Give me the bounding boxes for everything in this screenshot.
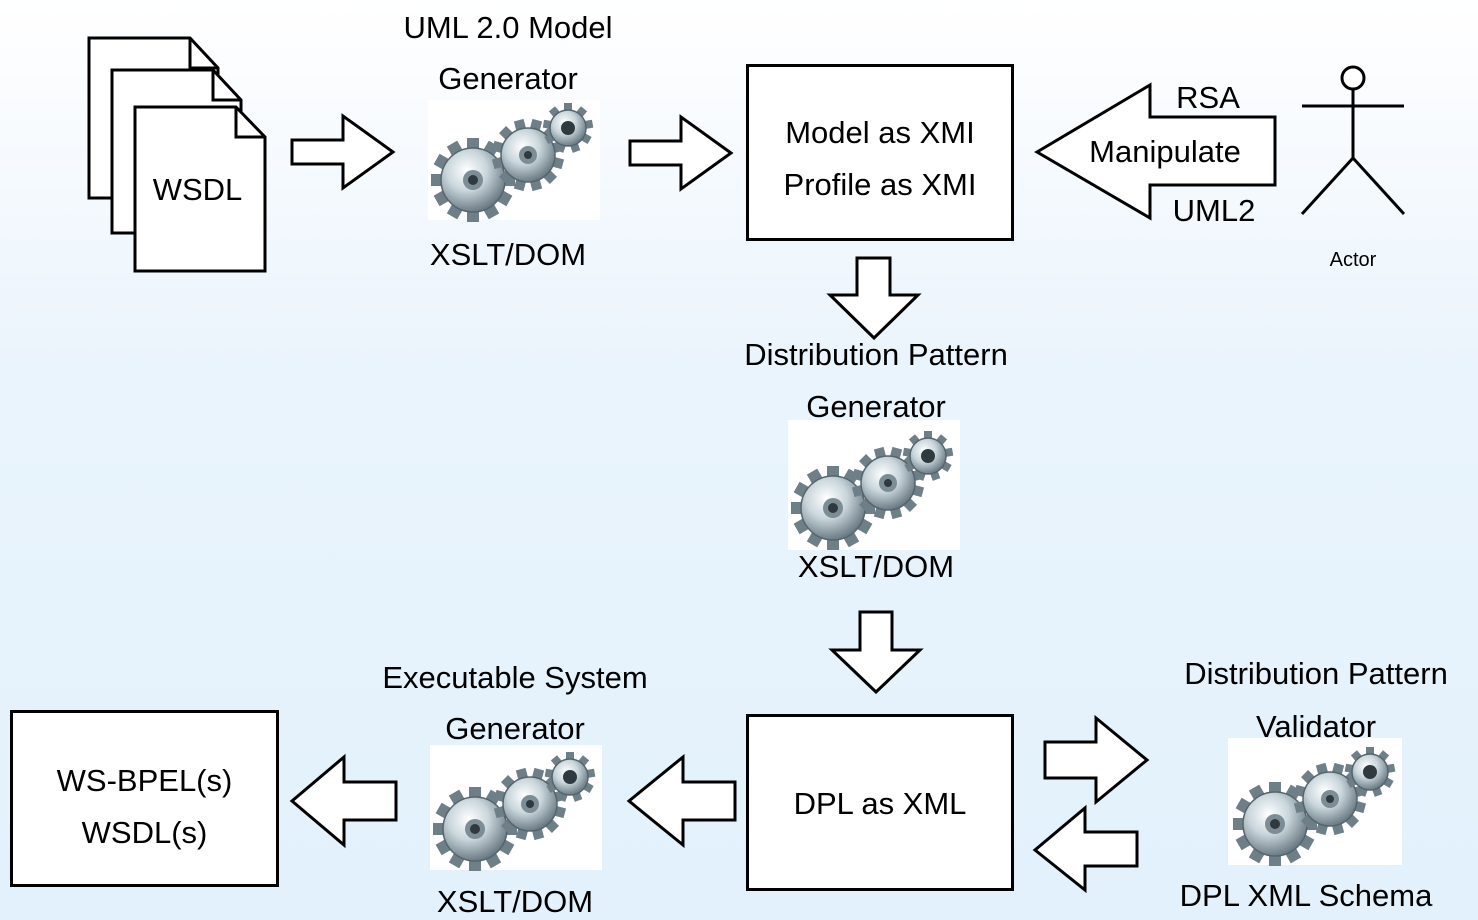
uml-generator-title-line1: UML 2.0 Model: [403, 10, 613, 45]
right-arrow-icon: [1043, 714, 1150, 806]
manipulate-arrow-icon: [1034, 82, 1277, 221]
uml-generator-gears-icon: [428, 100, 600, 223]
model-box: Model as XMI Profile as XMI: [746, 64, 1014, 241]
dp-generator-title-line1: Distribution Pattern: [744, 337, 1008, 372]
output-box-line1: WS-BPEL(s): [56, 763, 233, 798]
dpl-box: DPL as XML: [746, 714, 1014, 891]
exec-generator-tech: XSLT/DOM: [436, 884, 594, 919]
model-box-line2: Profile as XMI: [783, 167, 977, 202]
manipulate-arrow-top-label: RSA: [1176, 80, 1240, 115]
right-arrow-icon: [628, 114, 734, 192]
model-box-line1: Model as XMI: [785, 115, 975, 150]
exec-generator-gears-icon: [430, 745, 602, 872]
manipulate-arrow-bottom-label: UML2: [1172, 193, 1256, 228]
exec-generator-title-line1: Executable System: [382, 660, 648, 695]
actor-icon: [1300, 65, 1406, 216]
right-arrow-icon: [290, 113, 396, 191]
output-box: WS-BPEL(s) WSDL(s): [10, 710, 279, 887]
validator-title-line2: Validator: [1255, 709, 1377, 744]
manipulate-arrow-middle-label: Manipulate: [1089, 134, 1241, 169]
output-box-line2: WSDL(s): [81, 815, 208, 850]
down-arrow-icon: [826, 256, 922, 341]
dp-generator-gears-icon: [788, 420, 960, 551]
validator-title-line1: Distribution Pattern: [1184, 656, 1448, 691]
wsdl-label: WSDL: [152, 172, 243, 207]
dpl-box-label: DPL as XML: [793, 786, 967, 821]
actor-label: Actor: [1329, 249, 1377, 271]
left-arrow-icon: [1032, 804, 1139, 894]
validator-gears-icon: [1228, 738, 1402, 867]
wsdl-document-stack: [87, 36, 267, 273]
left-arrow-icon: [626, 753, 737, 849]
uml-generator-tech: XSLT/DOM: [429, 237, 587, 272]
dp-generator-tech: XSLT/DOM: [797, 549, 955, 584]
left-arrow-icon: [289, 753, 398, 849]
validator-schema-label: DPL XML Schema: [1179, 878, 1433, 913]
down-arrow-icon: [828, 610, 924, 695]
uml-generator-title-line2: Generator: [438, 61, 578, 96]
dp-generator-title-line2: Generator: [806, 389, 946, 424]
exec-generator-title-line2: Generator: [445, 711, 585, 746]
